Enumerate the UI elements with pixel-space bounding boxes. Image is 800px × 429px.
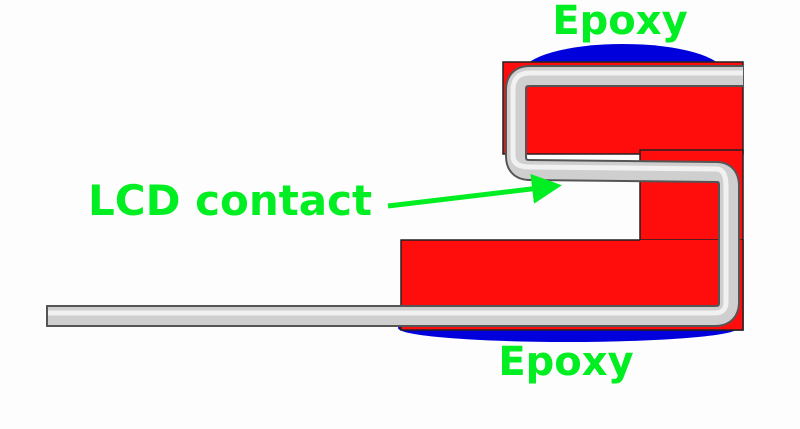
epoxy-top-label: Epoxy — [552, 0, 687, 44]
lcd-contact-label: LCD contact — [88, 176, 372, 225]
contact-pin — [46, 65, 743, 327]
lcd-contact-arrow — [387, 173, 562, 209]
epoxy-bottom-label: Epoxy — [498, 339, 633, 385]
